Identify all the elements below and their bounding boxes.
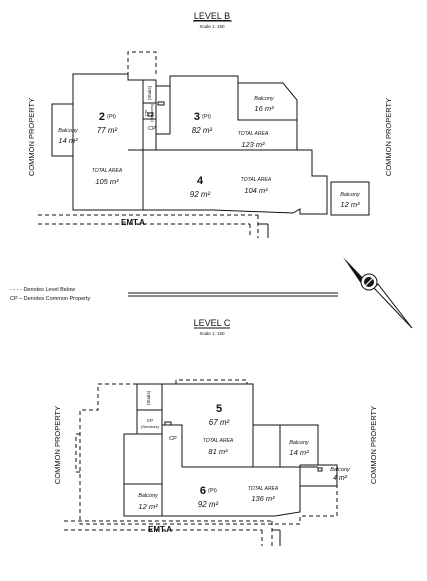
level-c-balcony-mid-label: Balcony bbox=[289, 440, 310, 446]
level-b-lot3-num: 3 bbox=[194, 111, 200, 123]
level-b-balcony-right-outline bbox=[330, 181, 370, 216]
level-b-lot2-suffix: (Pt) bbox=[107, 114, 116, 120]
level-c-cp-services-sub: (Services) bbox=[141, 424, 160, 429]
level-b-total-label-lot2: TOTAL AREA bbox=[92, 168, 123, 174]
level-c-total-label-lot5: TOTAL AREA bbox=[203, 438, 234, 444]
level-c-common-right: COMMON PROPERTY bbox=[369, 406, 378, 484]
level-b-title: LEVEL B bbox=[194, 11, 230, 21]
level-b-lot3-suffix: (Pt) bbox=[202, 114, 211, 120]
level-c-lot6-num: 6 bbox=[200, 485, 206, 497]
level-c-balcony-right-label: Balcony bbox=[330, 467, 351, 473]
level-b-lot4-num: 4 bbox=[197, 175, 204, 187]
level-b-scale: Scale 1: 150 bbox=[199, 24, 225, 29]
level-c-balcony-right-area: 4 m² bbox=[333, 475, 348, 482]
level-c-plan: LEVEL C Scale 1: 150 COMMON PROPERTY COM… bbox=[53, 318, 378, 546]
level-b-total-lot2: 105 m² bbox=[95, 177, 119, 186]
level-b-total-label-lot3: TOTAL AREA bbox=[238, 131, 269, 137]
level-b-cp: CP bbox=[148, 126, 156, 132]
level-b-balcony-left-outline bbox=[51, 103, 74, 157]
level-b-stairs: (Stairs) bbox=[147, 85, 152, 100]
level-b-balcony-top-area: 16 m² bbox=[254, 104, 274, 113]
level-b-cp-services-sub: (Services) bbox=[149, 103, 154, 122]
level-b-balcony-left-label: Balcony bbox=[58, 128, 79, 134]
level-b-lot2-num: 2 bbox=[99, 111, 105, 123]
level-c-lot6-suffix: (Pt) bbox=[208, 488, 217, 494]
level-b-lot3-area: 82 m² bbox=[192, 126, 213, 135]
north-arrow-icon bbox=[343, 257, 413, 329]
level-b-balcony-right-label: Balcony bbox=[340, 192, 361, 198]
legend-dashed: - - - - Denotes Level Below bbox=[10, 287, 75, 293]
level-b-lot4-area: 92 m² bbox=[190, 190, 211, 199]
level-c-easement: EMT.A bbox=[148, 525, 172, 534]
level-b-balcony-right-area: 12 m² bbox=[340, 200, 360, 209]
level-b-building-outline bbox=[72, 73, 328, 215]
level-b-easement: EMT.A bbox=[121, 218, 145, 227]
level-c-cp-services: CP bbox=[147, 418, 153, 423]
level-c-total-lot5: 81 m² bbox=[208, 447, 228, 456]
level-c-balcony-bottom-outline bbox=[123, 483, 163, 517]
level-c-lot5-area: 67 m² bbox=[209, 418, 230, 427]
level-c-balcony-bottom-area: 12 m² bbox=[138, 502, 158, 511]
level-c-balcony-bottom-label: Balcony bbox=[138, 493, 159, 499]
level-b-balcony-top-label: Balcony bbox=[254, 96, 275, 102]
level-c-common-left: COMMON PROPERTY bbox=[53, 406, 62, 484]
level-b-cp-services: CP bbox=[144, 110, 149, 116]
level-c-scale: Scale 1: 150 bbox=[199, 331, 225, 336]
level-b-balcony-left-area: 14 m² bbox=[58, 136, 78, 145]
level-b-common-left: COMMON PROPERTY bbox=[27, 98, 36, 176]
level-c-total-label-lot6: TOTAL AREA bbox=[248, 486, 279, 492]
level-c-lot5-num: 5 bbox=[216, 403, 222, 415]
level-b-total-label-lot4: TOTAL AREA bbox=[241, 177, 272, 183]
level-b-total-lot3: 123 m² bbox=[241, 140, 265, 149]
legend: - - - - Denotes Level Below CP – Denotes… bbox=[10, 287, 338, 302]
level-c-balcony-mid-area: 14 m² bbox=[289, 448, 309, 457]
level-b-total-lot4: 104 m² bbox=[244, 186, 268, 195]
level-c-cp: CP bbox=[169, 436, 177, 442]
level-c-total-lot6: 136 m² bbox=[251, 494, 275, 503]
level-c-lot6-area: 92 m² bbox=[198, 500, 219, 509]
level-c-title: LEVEL C bbox=[194, 318, 231, 328]
level-b-plan: LEVEL B Scale 1: 150 COMMON PROPERTY COM… bbox=[27, 11, 393, 238]
legend-cp: CP – Denotes Common Property bbox=[10, 296, 91, 302]
level-c-stairs: (Stairs) bbox=[146, 390, 151, 405]
level-b-lot2-area: 77 m² bbox=[97, 126, 118, 135]
level-b-common-right: COMMON PROPERTY bbox=[384, 98, 393, 176]
